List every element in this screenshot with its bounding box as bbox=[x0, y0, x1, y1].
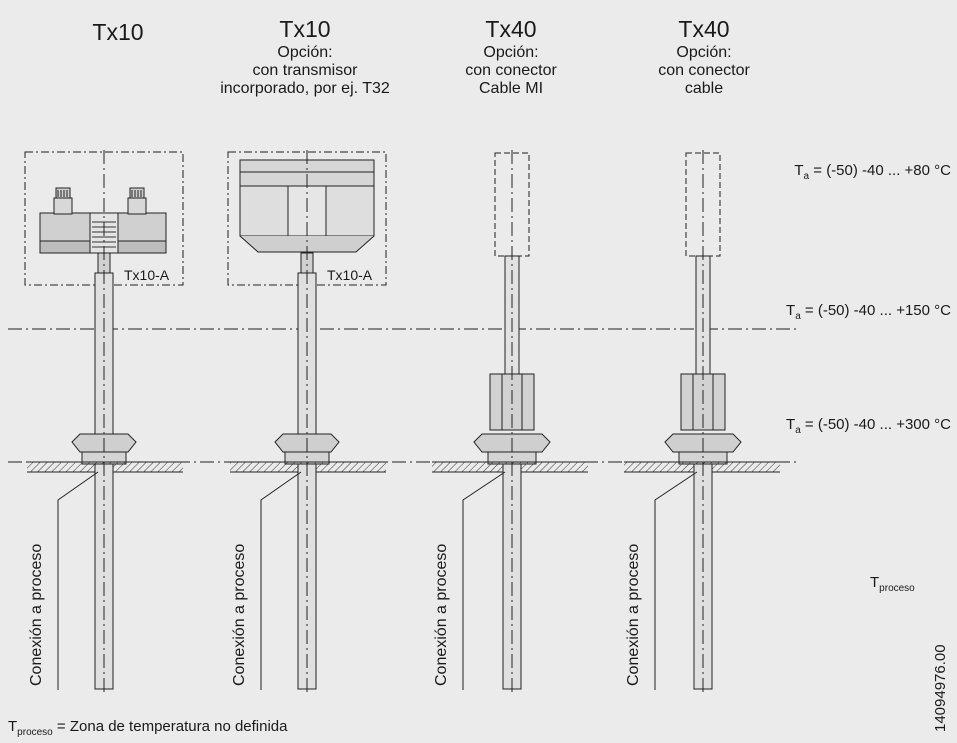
connection-label-1: Conexión a proceso bbox=[28, 543, 45, 686]
header-option: cable bbox=[684, 79, 724, 97]
sensor-tx40-mi-cable bbox=[432, 150, 588, 695]
header-col-4: Tx40 Opción: con conector cable bbox=[629, 16, 779, 97]
header-model: Tx40 bbox=[678, 16, 730, 42]
connection-label-4: Conexión a proceso bbox=[625, 543, 642, 686]
header-option: Cable MI bbox=[478, 79, 544, 97]
header-col-2: Tx10 Opción: con transmisor incorporado,… bbox=[210, 16, 400, 97]
header-model: Tx40 bbox=[485, 16, 537, 42]
connection-label-2: Conexión a proceso bbox=[231, 543, 248, 686]
process-temperature-label: Tproceso bbox=[870, 574, 915, 594]
header-model: Tx10 bbox=[92, 19, 144, 45]
header-option: Opción: bbox=[277, 43, 333, 61]
header-col-1: Tx10 bbox=[58, 19, 178, 47]
footnote: Tproceso = Zona de temperatura no defini… bbox=[8, 718, 288, 738]
header-option: Opción: bbox=[483, 43, 539, 61]
sensor-tx40-cable bbox=[624, 150, 780, 695]
header-option: con conector bbox=[465, 61, 557, 79]
ambient-range-80: Ta = (-50) -40 ... +80 °C bbox=[794, 162, 951, 182]
header-option: con transmisor bbox=[252, 61, 358, 79]
ambient-range-300: Ta = (-50) -40 ... +300 °C bbox=[786, 416, 951, 436]
header-option: incorporado, por ej. T32 bbox=[220, 79, 390, 97]
connection-label-3: Conexión a proceso bbox=[433, 543, 450, 686]
header-option: Opción: bbox=[676, 43, 732, 61]
head-label-1: Tx10-A bbox=[124, 267, 170, 283]
head-label-2: Tx10-A bbox=[327, 267, 373, 283]
drawing-number: 14094976.00 bbox=[932, 644, 949, 732]
header-option: con conector bbox=[658, 61, 750, 79]
sensor-tx10-transmitter bbox=[227, 150, 387, 695]
header-col-3: Tx40 Opción: con conector Cable MI bbox=[436, 16, 586, 97]
ambient-range-150: Ta = (-50) -40 ... +150 °C bbox=[786, 302, 951, 322]
header-model: Tx10 bbox=[279, 16, 331, 42]
sensor-tx10 bbox=[24, 150, 184, 695]
